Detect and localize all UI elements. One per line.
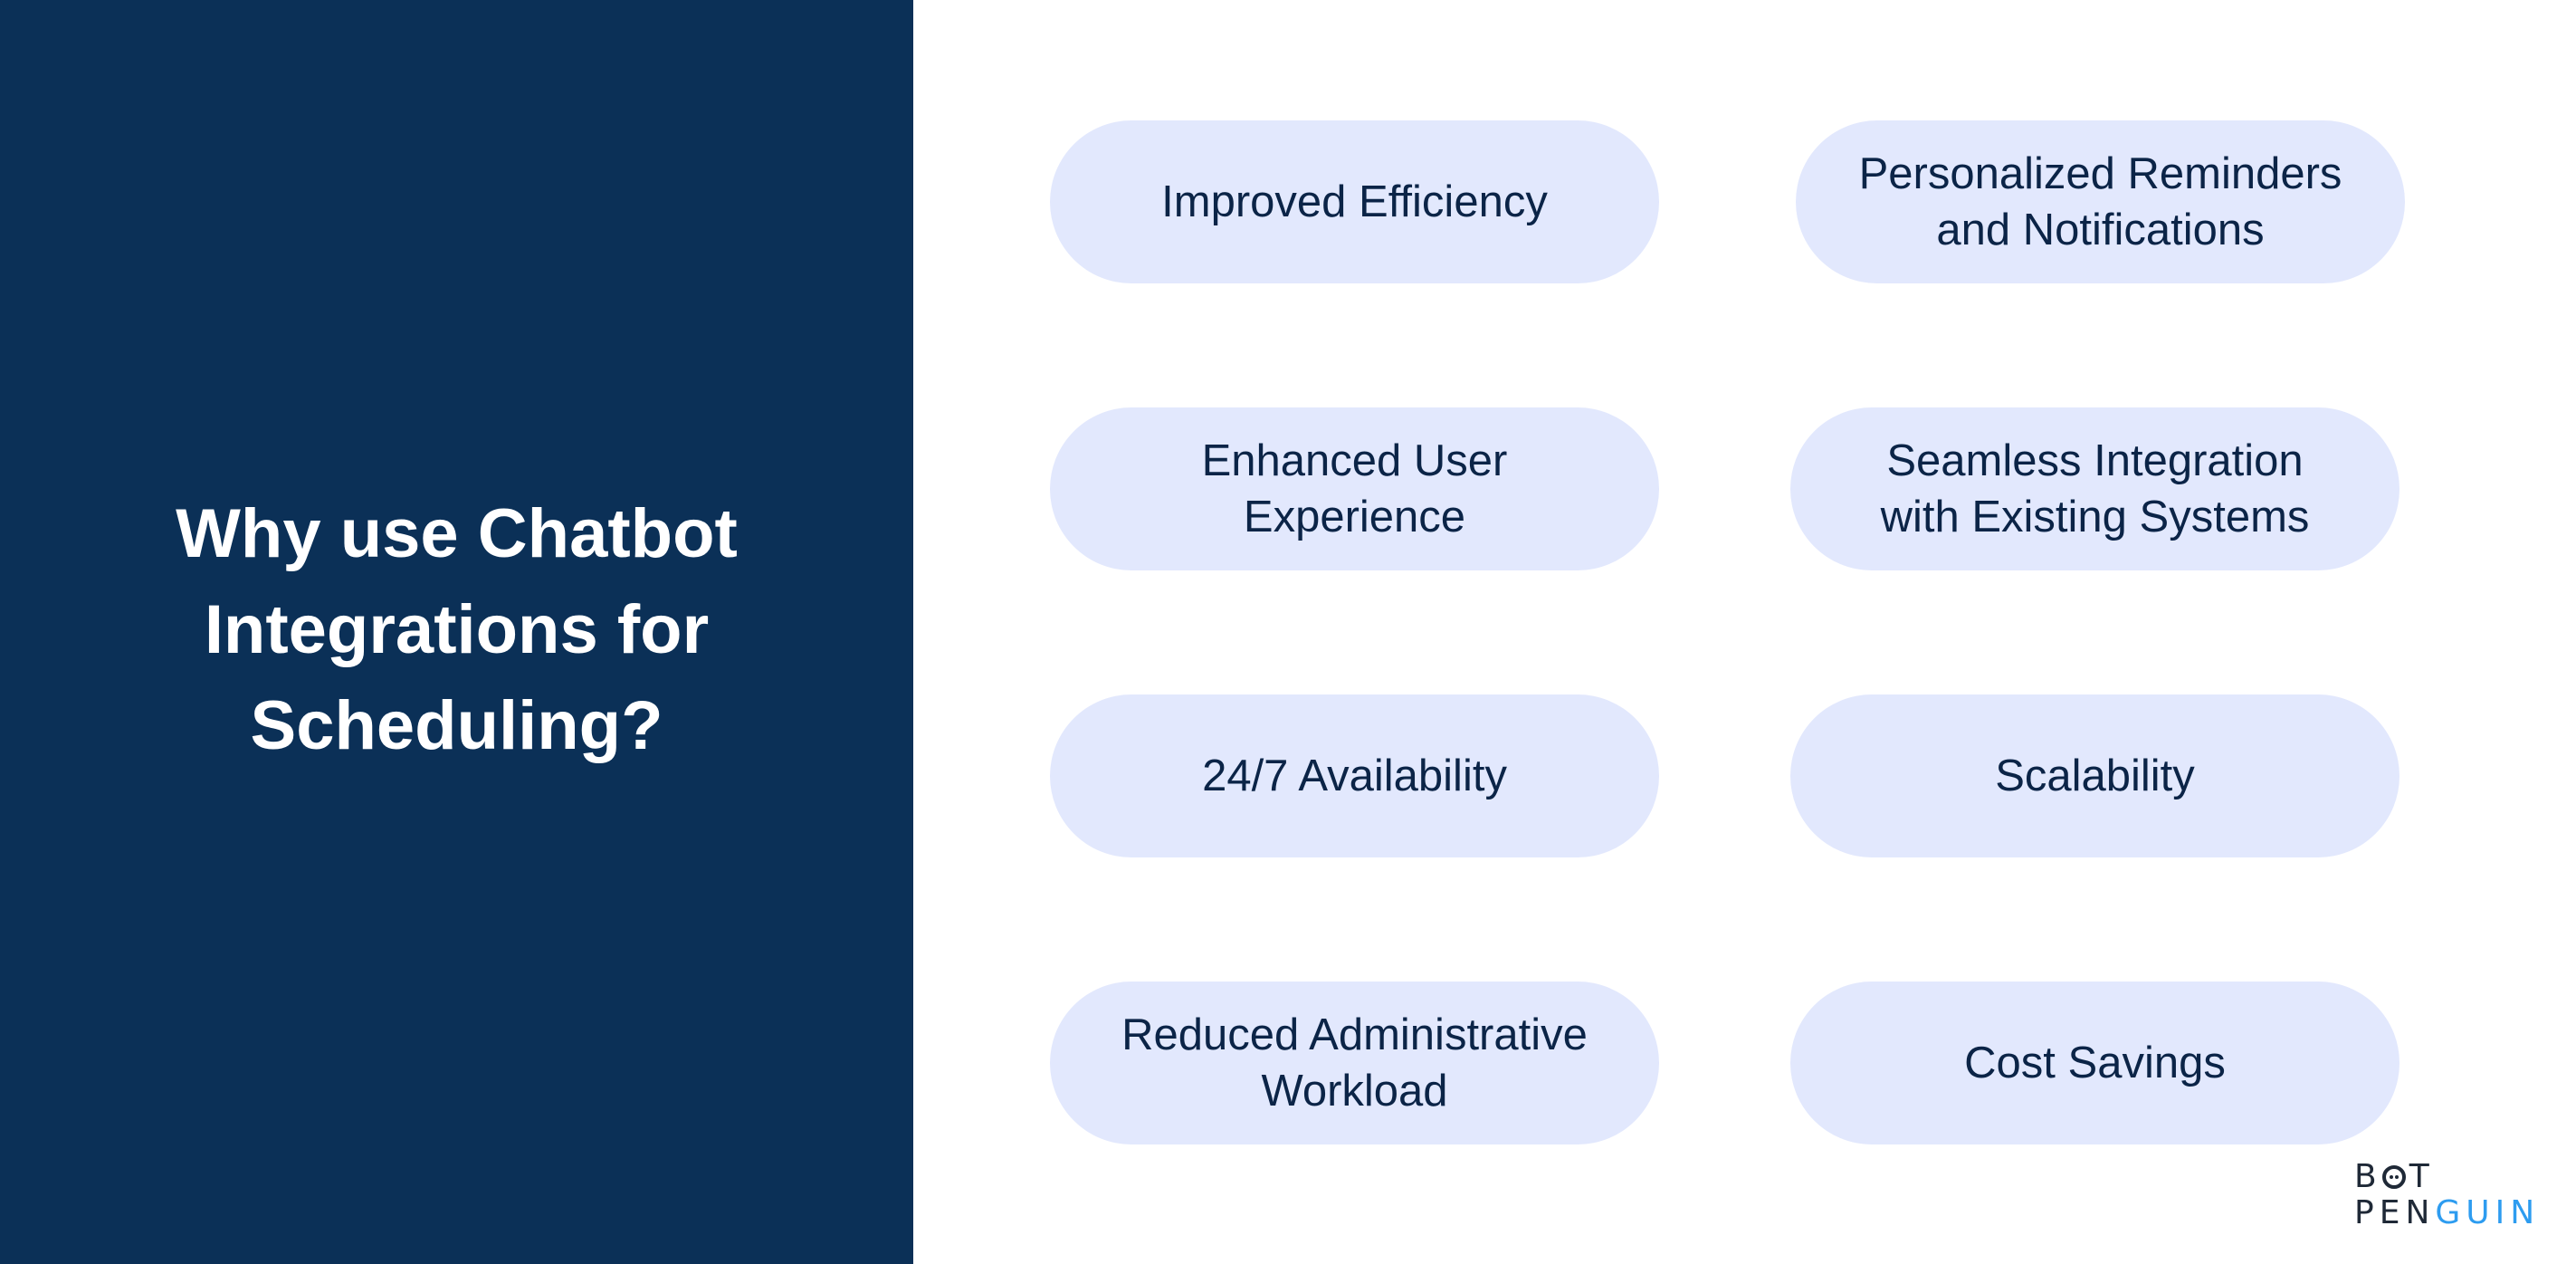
benefit-label: Reduced Administrative Workload xyxy=(1121,1010,1588,1116)
benefit-label: Seamless Integration with Existing Syste… xyxy=(1880,436,2310,541)
benefit-label: Improved Efficiency xyxy=(1161,177,1548,226)
benefit-pill-seamless-integration: Seamless Integration with Existing Syste… xyxy=(1790,407,2399,570)
benefit-label: 24/7 Availability xyxy=(1202,752,1507,800)
benefit-pill-personalized-reminders: Personalized Reminders and Notifications xyxy=(1796,120,2405,283)
benefit-pill-cost-savings: Cost Savings xyxy=(1790,982,2399,1144)
benefit-pill-enhanced-user-experience: Enhanced User Experience xyxy=(1050,407,1659,570)
benefit-pill-improved-efficiency: Improved Efficiency xyxy=(1050,120,1659,283)
benefit-pill-scalability: Scalability xyxy=(1790,694,2399,857)
robot-face-icon xyxy=(2381,1165,2406,1189)
logo-line-bottom: PENGUIN xyxy=(2354,1194,2541,1231)
benefit-label: Personalized Reminders and Notifications xyxy=(1858,149,2342,254)
left-panel: Why use Chatbot Integrations for Schedul… xyxy=(0,0,913,1264)
benefit-pill-reduced-workload: Reduced Administrative Workload xyxy=(1050,982,1659,1144)
benefit-label: Scalability xyxy=(1995,752,2195,800)
benefit-pill-availability: 24/7 Availability xyxy=(1050,694,1659,857)
benefit-label: Enhanced User Experience xyxy=(1201,436,1508,541)
benefit-label: Cost Savings xyxy=(1964,1039,2226,1087)
page-title: Why use Chatbot Integrations for Schedul… xyxy=(176,495,738,764)
